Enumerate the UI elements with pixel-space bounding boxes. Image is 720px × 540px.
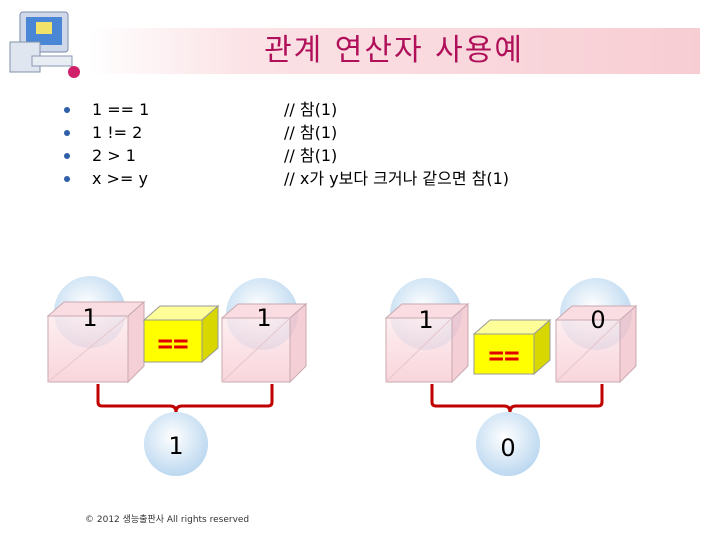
- code-expression: x >= y: [92, 169, 148, 188]
- operator-box: [142, 304, 220, 364]
- code-expression: 2 > 1: [92, 146, 136, 165]
- title-bar: [88, 28, 700, 74]
- right-operand-value: 0: [590, 306, 605, 334]
- operand-box: [46, 276, 146, 384]
- code-expression: 1 == 1: [92, 100, 150, 119]
- operator-box: [472, 318, 552, 376]
- left-operand-value: 1: [418, 306, 433, 334]
- page-title: 관계 연산자 사용예: [264, 33, 524, 68]
- bullet-icon: [64, 107, 70, 113]
- result-ball: [476, 412, 540, 476]
- code-expression: 1 != 2: [92, 123, 143, 142]
- result-value: 1: [168, 432, 183, 460]
- right-operand-value: 1: [256, 304, 271, 332]
- result-ball: [144, 412, 208, 476]
- operator-label: ==: [488, 341, 519, 371]
- bullet-icon: [64, 153, 70, 159]
- code-comment: // 참(1): [284, 100, 338, 119]
- result-value: 0: [500, 434, 515, 462]
- bullet-icon: [64, 176, 70, 182]
- result-bracket: [96, 384, 274, 413]
- code-comment: // x가 y보다 크거나 같으면 참(1): [284, 169, 510, 188]
- operand-box: [554, 278, 638, 384]
- result-bracket: [430, 384, 604, 413]
- bullet-icon: [64, 130, 70, 136]
- operand-box: [220, 278, 308, 384]
- code-comment: // 참(1): [284, 123, 338, 142]
- computer-logo: [9, 11, 80, 78]
- right-comparison: 1 == 0 0: [384, 278, 638, 476]
- operand-box: [384, 278, 470, 384]
- code-comment: // 참(1): [284, 146, 338, 165]
- left-comparison: 1 == 1 1: [46, 276, 308, 476]
- copyright-footer: © 2012 생능출판사 All rights reserved: [85, 515, 250, 525]
- operator-label: ==: [157, 329, 188, 359]
- left-operand-value: 1: [82, 304, 97, 332]
